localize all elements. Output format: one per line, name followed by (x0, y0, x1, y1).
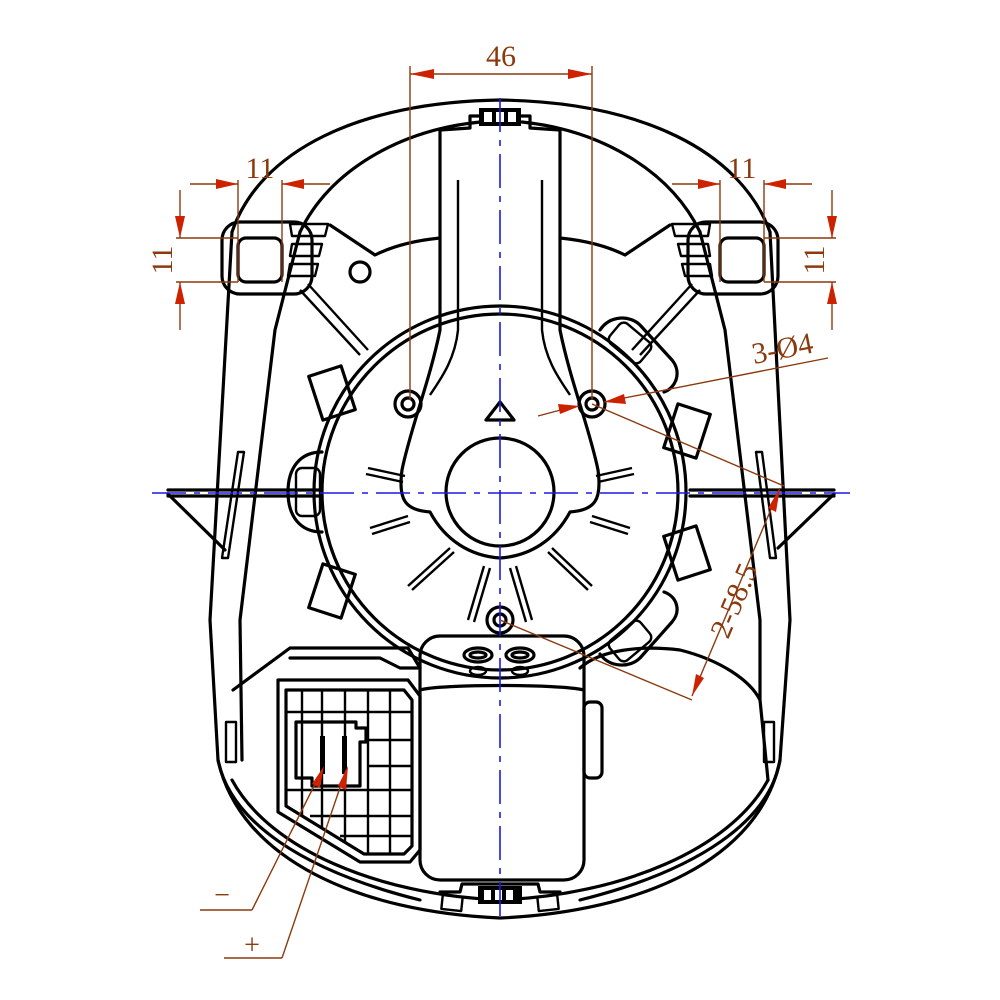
terminal-positive-label: + (244, 930, 260, 961)
ring-clips (286, 316, 712, 667)
dimension-right-tab-width: 11 (672, 152, 812, 282)
terminal-positive (342, 736, 347, 774)
terminal-negative-label: − (214, 880, 230, 911)
dimension-label-3-holes: 3-Ø4 (749, 327, 816, 371)
dimension-label-right-11-h: 11 (728, 152, 757, 185)
dimension-label-58-5: 2-58.5 (704, 559, 765, 643)
right-mount-tab (670, 220, 780, 296)
dimension-label-46: 46 (486, 40, 516, 73)
dimension-left-tab-width: 11 (190, 152, 330, 282)
terminal-leaders: − + (200, 766, 348, 961)
left-flange (166, 450, 322, 560)
dimension-label-right-11-v: 11 (798, 246, 831, 275)
lower-housing (231, 646, 770, 782)
dimension-left-tab-height: 11 (146, 190, 238, 330)
dome-webs (299, 223, 701, 356)
terminal-negative (320, 736, 325, 774)
motor-ring (286, 108, 712, 680)
dimension-right-tab-height: 11 (764, 190, 837, 330)
centerlines (152, 98, 850, 920)
dimension-top-width: 46 (409, 40, 593, 400)
dimension-label-left-11-h: 11 (246, 152, 275, 185)
electrical-connector (276, 678, 422, 864)
connector-socket (294, 720, 368, 788)
right-flange (688, 450, 836, 560)
left-mount-tab (220, 220, 372, 296)
radial-slots (365, 466, 635, 623)
dimension-mount-holes: 3-Ø4 (537, 327, 829, 417)
dimension-label-left-11-v: 11 (146, 246, 179, 275)
